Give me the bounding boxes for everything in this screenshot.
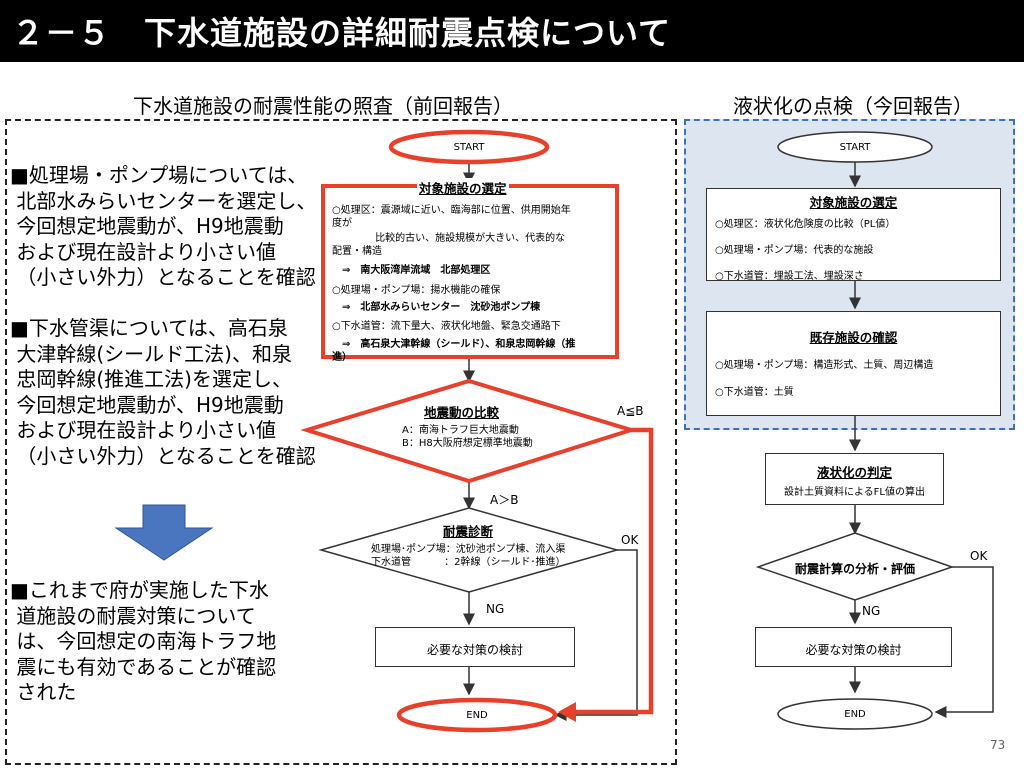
target-selection-title-right: 対象施設の選定 [809, 195, 898, 210]
ok-label-left: OK [621, 533, 639, 547]
target-selection-line: 度が [332, 218, 352, 229]
target-selection-line: 進） [332, 352, 352, 363]
target-selection-line: ○下水道管：流下量大、液状化地盤、緊急交通路下 [332, 321, 561, 332]
a-le-b-label: A≦B [617, 404, 644, 418]
existing-facility-line: ○処理場・ポンプ場：構造形式、土質、周辺構造 [715, 360, 934, 371]
end-label-right: END [844, 709, 866, 720]
existing-facility-box [706, 311, 1001, 416]
end-label-left: END [466, 710, 488, 721]
measures-label-right: 必要な対策の検討 [805, 643, 902, 657]
ok-label-right: OK [970, 549, 988, 563]
left-section-heading: 下水道施設の耐震性能の照査（前回報告） [133, 94, 513, 118]
measures-label-left: 必要な対策の検討 [426, 643, 523, 657]
target-selection-line: ○処理区：震源域に近い、臨海部に位置、供用開始年 [332, 205, 571, 216]
target-selection-line: ⇒ 高石泉大津幹線（シールド）、和泉忠岡幹線（推 [332, 339, 576, 350]
a-gt-b-label: A＞B [490, 493, 519, 507]
measures-box-left [375, 627, 575, 667]
liquefaction-judgment-title: 液状化の判定 [816, 465, 892, 480]
analysis-evaluation-title: 耐震計算の分析・評価 [794, 562, 915, 576]
page-number: 73 [990, 738, 1006, 752]
analysis-diamond [755, 532, 955, 601]
target-selection-line: ⇒ 南大阪湾岸流域 北部処理区 [332, 265, 491, 276]
target-selection-line: ⇒ 北部水みらいセンター 沈砂池ポンプ棟 [332, 302, 541, 313]
a-le-b-route [562, 427, 654, 715]
existing-facility-title: 既存施設の確認 [809, 330, 898, 345]
end-oval-left [396, 697, 558, 733]
compare-a-label: A：南海トラフ巨大地震動 [402, 425, 519, 436]
target-selection-line: 比較的古い、施設規模が大きい、代表的な [332, 233, 566, 244]
diagnosis-diamond [318, 507, 620, 593]
start-label-right: START [839, 142, 871, 153]
compare-b-label: B：H8大阪府想定標準地震動 [402, 438, 533, 449]
target-selection-line-right: ○下水道管：埋設工法、埋設深さ [715, 271, 864, 282]
target-selection-line-right: ○処理区：液状化危険度の比較（PL値） [715, 219, 896, 230]
ng-label-right: NG [862, 604, 881, 618]
treatment-plant-conclusion: ■処理場・ポンプ場については、 北部水みらいセンターを選定し、 今回想定地震動が… [10, 163, 317, 289]
liquefaction-judgment-line: 設計土質資料によるFL値の算出 [783, 487, 926, 498]
right-section-heading: 液状化の点検（今回報告） [733, 94, 973, 118]
measures-box-right [755, 627, 952, 667]
target-selection-title: 対象施設の選定 [417, 178, 509, 197]
existing-facility-line: ○下水道管：土質 [715, 387, 794, 398]
target-selection-line: 配置・構造 [332, 246, 382, 257]
page-title: ２－５ 下水道施設の詳細耐震点検について [12, 14, 672, 52]
ground-motion-compare-title: 地震動の比較 [424, 405, 500, 420]
start-oval-left [388, 129, 550, 165]
down-arrow-icon [114, 504, 214, 561]
end-oval-right [777, 698, 933, 730]
ng-label-left: NG [486, 602, 505, 616]
target-selection-box-right [706, 188, 1001, 281]
target-selection-box [321, 184, 619, 359]
diagnosis-line: 下水道管 ：2幹線（シールド･推進） [371, 557, 566, 568]
start-label-left: START [453, 142, 485, 153]
compare-diamond [300, 378, 638, 484]
seismic-diagnosis-title: 耐震診断 [443, 524, 494, 539]
overall-conclusion: ■これまで府が実施した下水 道施設の耐震対策について は、今回想定の南海トラフ地… [10, 578, 277, 704]
target-selection-line-right: ○処理場・ポンプ場：代表的な施設 [715, 245, 874, 256]
liquefaction-judgment-box [765, 453, 944, 505]
title-bar [0, 0, 1024, 62]
diagnosis-line: 処理場･ポンプ場：沈砂池ポンプ棟、流入渠 [371, 544, 566, 555]
target-selection-line: ○処理場・ポンプ場：揚水機能の確保 [332, 285, 501, 296]
seismic-performance-panel [5, 119, 677, 765]
sewer-pipe-conclusion: ■下水管渠については、高石泉 大津幹線(シールド工法)、和泉 忠岡幹線(推進工法… [10, 316, 316, 468]
start-oval-right [777, 131, 933, 163]
